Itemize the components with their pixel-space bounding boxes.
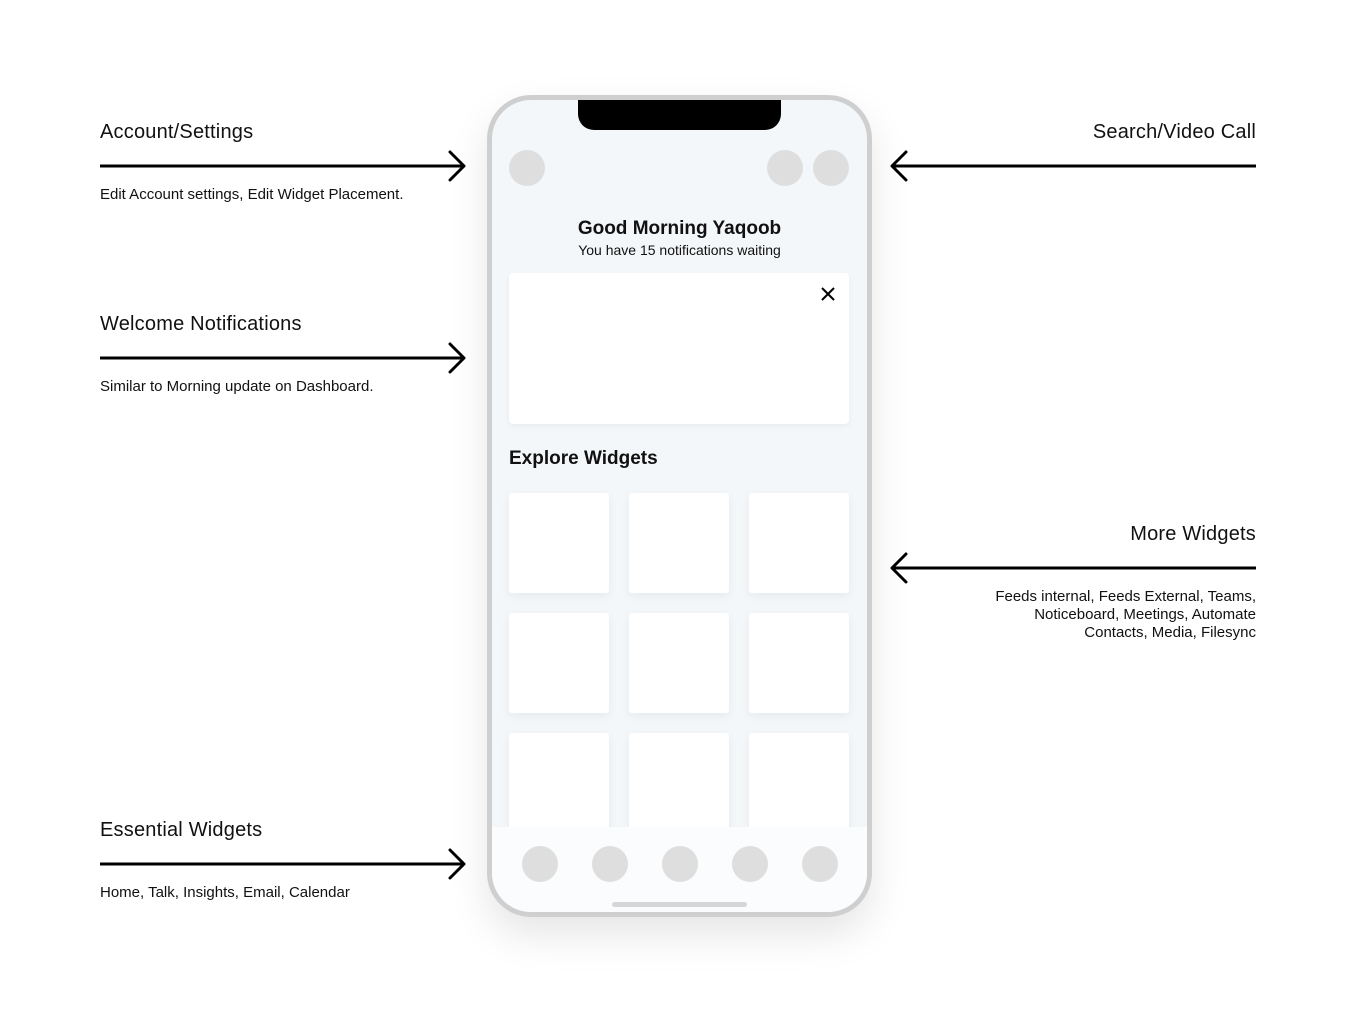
insights-tab-icon[interactable] (662, 846, 698, 882)
annotation-account-settings-title: Account/Settings (100, 121, 254, 143)
search-icon[interactable] (767, 150, 803, 186)
explore-widgets-title: Explore Widgets (509, 448, 658, 469)
annotation-more-title: More Widgets (1130, 523, 1256, 545)
widget-tile[interactable] (749, 613, 849, 713)
annotation-more-desc: Feeds internal, Feeds External, Teams, N… (995, 588, 1256, 642)
arrow-left-icon (890, 552, 1256, 584)
phone-notch (578, 100, 781, 130)
video-call-icon[interactable] (813, 150, 849, 186)
widget-tile[interactable] (629, 733, 729, 833)
annotation-more-desc-line: Feeds internal, Feeds External, Teams, (995, 588, 1256, 605)
talk-tab-icon[interactable] (592, 846, 628, 882)
notifications-subtitle: You have 15 notifications waiting (578, 242, 781, 258)
annotation-welcome-desc: Similar to Morning update on Dashboard. (100, 378, 374, 395)
greeting-title: Good Morning Yaqoob (577, 218, 782, 239)
home-tab-icon[interactable] (522, 846, 558, 882)
widget-tile[interactable] (509, 493, 609, 593)
account-avatar-icon[interactable] (509, 150, 545, 186)
arrow-right-icon (100, 150, 466, 182)
annotation-more-desc-line: Contacts, Media, Filesync (1084, 624, 1256, 641)
annotation-welcome-title: Welcome Notifications (100, 313, 302, 335)
phone-mockup: Good Morning Yaqoob You have 15 notifica… (487, 95, 872, 917)
arrow-right-icon (100, 848, 466, 880)
arrow-right-icon (100, 342, 466, 374)
widget-tile[interactable] (509, 733, 609, 833)
welcome-notification-card[interactable] (509, 273, 849, 424)
annotation-essential-desc: Home, Talk, Insights, Email, Calendar (100, 884, 350, 901)
home-indicator[interactable] (612, 902, 747, 907)
widget-tile[interactable] (749, 733, 849, 833)
annotation-account-settings-desc: Edit Account settings, Edit Widget Place… (100, 186, 404, 203)
close-icon[interactable] (819, 285, 837, 303)
annotation-more-desc-line: Noticeboard, Meetings, Automate (1034, 606, 1256, 623)
arrow-left-icon (890, 150, 1256, 182)
widget-tile[interactable] (509, 613, 609, 713)
annotation-essential-title: Essential Widgets (100, 819, 263, 841)
widget-tile[interactable] (749, 493, 849, 593)
widget-tile[interactable] (629, 493, 729, 593)
essential-widgets-tab-bar (492, 827, 867, 912)
email-tab-icon[interactable] (732, 846, 768, 882)
widget-tile[interactable] (629, 613, 729, 713)
calendar-tab-icon[interactable] (802, 846, 838, 882)
annotation-search-title: Search/Video Call (1092, 121, 1256, 143)
